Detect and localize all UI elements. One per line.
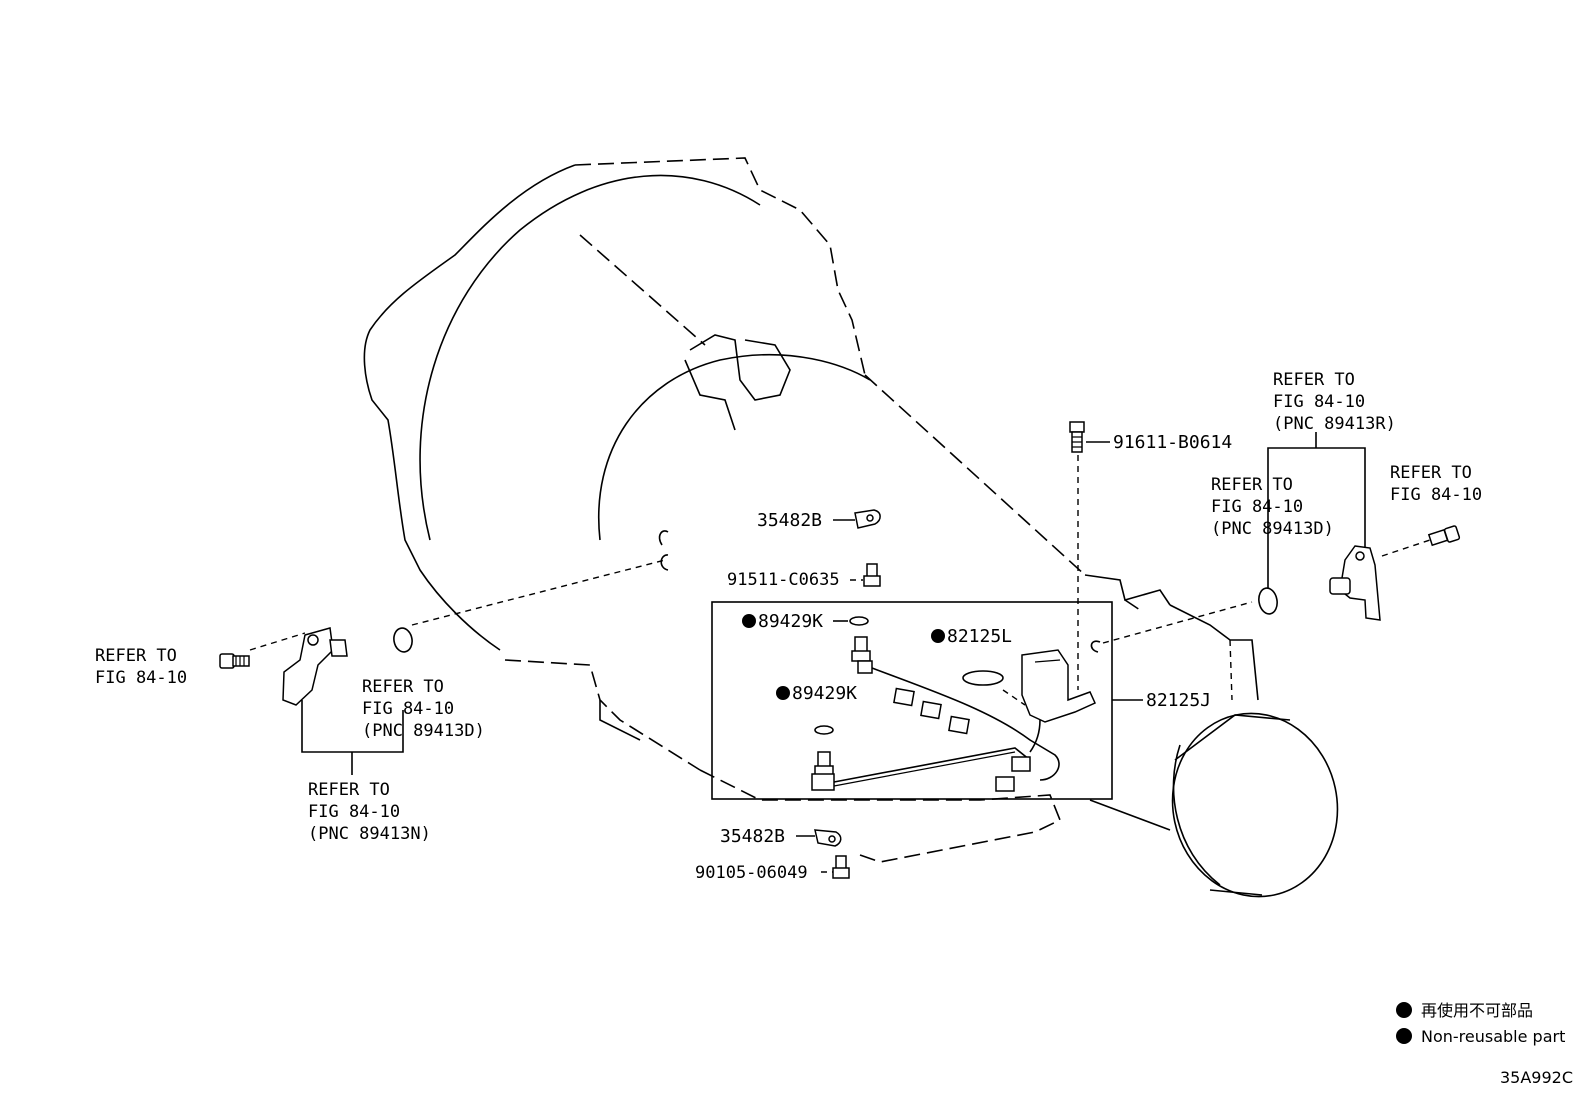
housing-hole-right xyxy=(1090,640,1101,653)
label-89429k-upper: 89429K xyxy=(758,611,823,632)
oring-89429k-upper-icon xyxy=(849,616,869,626)
refer-right-bolt: REFER TO FIG 84-10 xyxy=(1390,463,1482,505)
refer-left-sensor: REFER TO FIG 84-10 (PNC 89413N) xyxy=(308,780,431,844)
right-speed-sensor-icon xyxy=(1329,545,1381,621)
housing-hole-lower xyxy=(660,554,669,571)
label-91511-c0635: 91511-C0635 xyxy=(727,570,840,590)
label-89429k-lower: 89429K xyxy=(792,683,857,704)
label-82125j: 82125J xyxy=(1146,690,1211,711)
right-bolt-line xyxy=(1381,539,1431,557)
non-reusable-marker-2 xyxy=(931,629,945,643)
diagram-code: 35A992C xyxy=(1500,1068,1573,1087)
left-oring-icon xyxy=(393,627,413,653)
output-cylinder xyxy=(1171,712,1339,898)
bolt-90105-icon xyxy=(832,855,850,879)
refer-left-bolt: REFER TO FIG 84-10 xyxy=(95,646,187,688)
label-35482b-bottom: 35482B xyxy=(720,826,785,847)
legend-marker-jp xyxy=(1396,1002,1412,1018)
legend-en: Non-reusable part xyxy=(1421,1027,1565,1046)
bolt-91611-icon xyxy=(1069,421,1085,453)
refer-left-oring: REFER TO FIG 84-10 (PNC 89413D) xyxy=(362,677,485,741)
right-bolt-icon xyxy=(1427,525,1461,547)
legend: 再使用不可部品 Non-reusable part xyxy=(1396,1001,1565,1046)
oring-82125l-icon xyxy=(962,670,1004,686)
left-bracket xyxy=(301,700,404,775)
label-91611-b0614: 91611-B0614 xyxy=(1113,432,1232,453)
label-35482b-top: 35482B xyxy=(757,510,822,531)
right-oring-line xyxy=(1102,601,1253,644)
non-reusable-marker-3 xyxy=(776,686,790,700)
35482b-clamp-top-icon xyxy=(854,509,881,529)
wire-harness-icon xyxy=(811,636,1096,792)
right-bracket xyxy=(1267,432,1366,588)
left-speed-sensor-icon xyxy=(282,627,348,706)
refer-right-sensor: REFER TO FIG 84-10 (PNC 89413R) xyxy=(1273,370,1396,434)
housing-hole-upper xyxy=(658,530,669,546)
left-oring-line xyxy=(411,559,666,626)
legend-jp: 再使用不可部品 xyxy=(1421,1001,1533,1020)
transmission-housing xyxy=(363,157,1259,863)
non-reusable-marker-1 xyxy=(742,614,756,628)
oring-89429k-lower-icon xyxy=(814,725,834,735)
label-90105-06049: 90105-06049 xyxy=(695,863,808,883)
left-bolt-icon xyxy=(219,653,250,669)
35482b-clamp-bottom-icon xyxy=(814,829,842,847)
legend-marker-en xyxy=(1396,1028,1412,1044)
refer-right-oring: REFER TO FIG 84-10 (PNC 89413D) xyxy=(1211,475,1334,539)
bolt-91511-icon xyxy=(863,563,881,587)
label-82125l: 82125L xyxy=(947,626,1012,647)
left-alignment-line xyxy=(249,632,306,651)
right-oring-icon xyxy=(1258,587,1278,615)
